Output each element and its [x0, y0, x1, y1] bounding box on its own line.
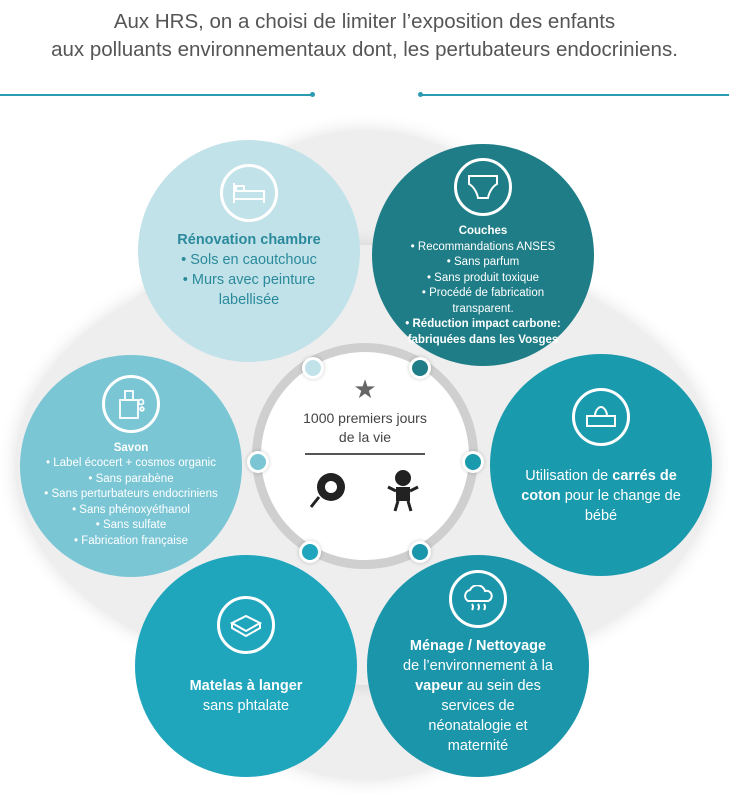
- matelas-title: Matelas à langer: [189, 678, 303, 694]
- coton-text: Utilisation de: [525, 468, 613, 484]
- savon-item: • Sans phénoxyéthanol: [72, 503, 190, 516]
- divider-left: [0, 92, 315, 97]
- center-line-1: 1000 premiers jours: [303, 410, 427, 426]
- wipes-icon: [572, 388, 630, 446]
- connector-dot: [302, 357, 324, 379]
- savon-item: • Sans sulfate: [95, 519, 167, 532]
- center-circle: ★ 1000 premiers jours de la vie: [252, 343, 478, 569]
- chambre-item: • Sols en caoutchouc: [181, 252, 317, 268]
- diaper-icon: [454, 158, 512, 216]
- savon-item: • Fabrication française: [74, 534, 188, 547]
- couches-item: • Sans parfum: [446, 256, 520, 268]
- connector-dot: [462, 451, 484, 473]
- couches-item-bold: • Réduction impact carbone: fabriquées d…: [405, 318, 561, 346]
- chambre-title: Rénovation chambre: [177, 232, 321, 248]
- couches-item: • Procédé de fabrication transparent.: [421, 287, 545, 315]
- coton-bold: carrés de coton: [521, 468, 677, 504]
- menage-title: Ménage / Nettoyage: [409, 638, 547, 654]
- fetus-icon: [309, 472, 345, 508]
- circle-savon: Savon • Label écocert + cosmos organic •…: [20, 355, 242, 577]
- menage-bold: vapeur: [415, 678, 463, 694]
- couches-item: • Sans produit toxique: [426, 271, 540, 284]
- page-title: Aux HRS, on a choisi de limiter l’exposi…: [0, 8, 729, 64]
- matelas-text: sans phtalate: [202, 698, 290, 714]
- divider-right: [418, 92, 729, 97]
- savon-item: • Label écocert + cosmos organic: [46, 457, 216, 470]
- center-divider: [305, 453, 425, 455]
- baby-icon: [387, 469, 419, 511]
- connector-dot: [409, 357, 431, 379]
- circle-coton: Utilisation de carrés de coton pour le c…: [490, 354, 712, 576]
- savon-item: • Sans parabène: [88, 472, 174, 485]
- steam-cloud-icon: [449, 570, 507, 628]
- savon-title: Savon: [113, 441, 149, 454]
- star-icon: ★: [353, 374, 377, 404]
- circle-renovation-chambre: Rénovation chambre • Sols en caoutchouc …: [138, 140, 360, 362]
- savon-item: • Sans perturbateurs endocriniens: [44, 488, 218, 501]
- circle-couches: Couches • Recommandations ANSES • Sans p…: [372, 144, 594, 366]
- menage-text-end: au sein des services de néonatalogie et …: [428, 678, 541, 754]
- connector-dot: [299, 541, 321, 563]
- chambre-item: • Murs avec peinture labellisée: [182, 272, 316, 308]
- connector-dot: [247, 451, 269, 473]
- bed-icon: [220, 164, 278, 222]
- connector-dot: [409, 541, 431, 563]
- coton-text-end: pour le change de bébé: [560, 488, 681, 524]
- couches-item: • Recommandations ANSES: [410, 240, 556, 253]
- menage-text: de l’environnement à la: [403, 658, 553, 674]
- title-line-2: aux polluants environnementaux dont, les…: [51, 38, 678, 61]
- mattress-icon: [217, 596, 275, 654]
- circle-menage: Ménage / Nettoyage de l’environnement à …: [367, 555, 589, 777]
- circle-matelas: Matelas à langer sans phtalate: [135, 555, 357, 777]
- soap-bottle-icon: [102, 374, 160, 433]
- couches-title: Couches: [458, 225, 508, 237]
- center-line-2: de la vie: [338, 429, 392, 445]
- title-line-1: Aux HRS, on a choisi de limiter l’exposi…: [113, 10, 616, 33]
